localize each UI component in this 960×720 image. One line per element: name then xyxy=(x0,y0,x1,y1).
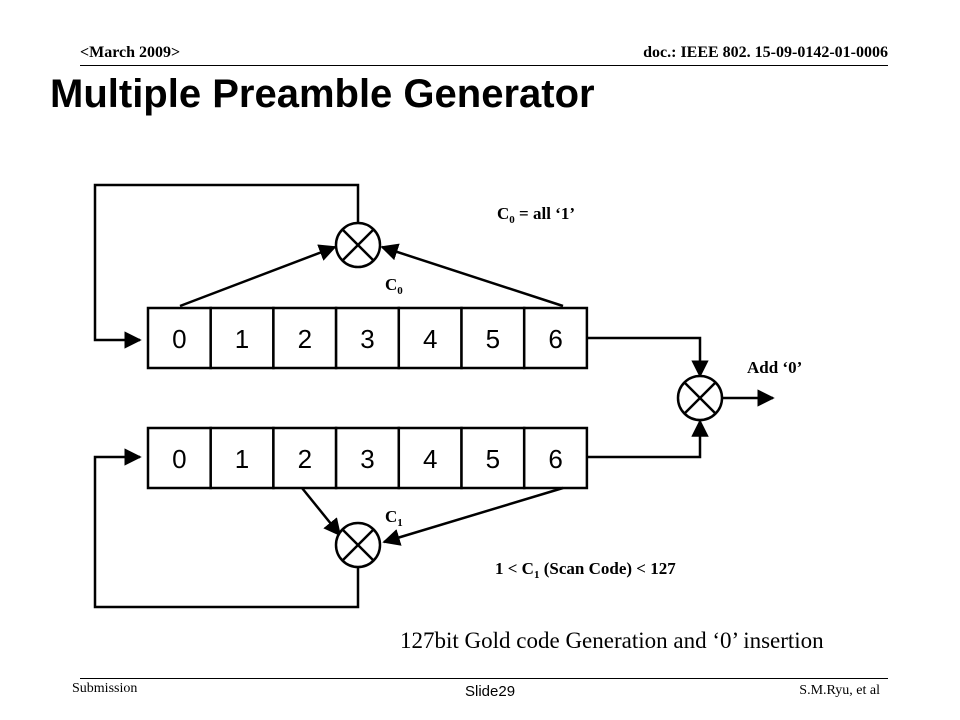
top-tap-right xyxy=(380,243,564,308)
header-doc-id: doc.: IEEE 802. 15-09-0142-01-0006 xyxy=(643,44,888,61)
register-bottom-cell-label: 3 xyxy=(360,444,374,474)
c0-note: C0 = all ‘1’ xyxy=(497,204,575,226)
register-bottom-cell-label: 4 xyxy=(423,444,437,474)
register-bottom: 0 1 2 3 4 5 6 xyxy=(146,426,589,490)
register-top-cell xyxy=(209,306,275,370)
register-top-cell xyxy=(460,306,526,370)
footer-author: S.M.Ryu, et al xyxy=(799,683,880,698)
footer-slide-number: Slide29 xyxy=(465,683,516,700)
footer-submission: Submission xyxy=(72,681,138,696)
register-top-cell xyxy=(522,306,589,370)
header-date: <March 2009> xyxy=(80,44,181,61)
bottom-register-output-line xyxy=(587,419,709,459)
register-bottom-cell xyxy=(397,426,463,490)
xor-mixer-output xyxy=(676,374,724,422)
header-rule xyxy=(80,65,888,66)
register-top-cell-label: 0 xyxy=(172,324,186,354)
diagram-caption: 127bit Gold code Generation and ‘0’ inse… xyxy=(400,628,824,653)
add-zero-label: Add ‘0’ xyxy=(747,358,802,377)
bottom-feedback-line xyxy=(93,448,360,609)
register-bottom-cell xyxy=(146,426,212,490)
register-top-cell xyxy=(397,306,463,370)
register-top-cell-label: 2 xyxy=(298,324,312,354)
register-bottom-cell-label: 6 xyxy=(548,444,562,474)
mixer-bottom-label: C1 xyxy=(385,507,403,529)
top-register-output-line xyxy=(587,336,709,378)
register-bottom-cell-label: 1 xyxy=(235,444,249,474)
register-bottom-cell-label: 5 xyxy=(486,444,500,474)
mixer-top-label: C0 xyxy=(385,275,403,297)
c1-note: 1 < C1 (Scan Code) < 127 xyxy=(495,559,676,581)
top-tap-left xyxy=(179,244,337,308)
register-top-cell-label: 6 xyxy=(548,324,562,354)
register-bottom-cell-label: 2 xyxy=(298,444,312,474)
register-top: 0 1 2 3 4 5 6 xyxy=(146,306,589,370)
bottom-tap-left xyxy=(301,487,342,537)
register-top-cell-label: 4 xyxy=(423,324,437,354)
register-top-cell-label: 1 xyxy=(235,324,249,354)
register-top-cell-label: 5 xyxy=(486,324,500,354)
register-top-cell-label: 3 xyxy=(360,324,374,354)
xor-mixer-bottom xyxy=(334,521,382,569)
footer-rule xyxy=(80,678,888,679)
register-bottom-cell xyxy=(272,426,338,490)
top-feedback-line xyxy=(93,183,360,349)
xor-mixer-top xyxy=(334,221,382,269)
register-bottom-cell xyxy=(460,426,526,490)
register-bottom-cell-label: 0 xyxy=(172,444,186,474)
bottom-tap-right xyxy=(382,486,564,546)
register-top-cell xyxy=(272,306,338,370)
slide-title: Multiple Preamble Generator xyxy=(50,72,595,116)
register-bottom-cell xyxy=(522,426,589,490)
